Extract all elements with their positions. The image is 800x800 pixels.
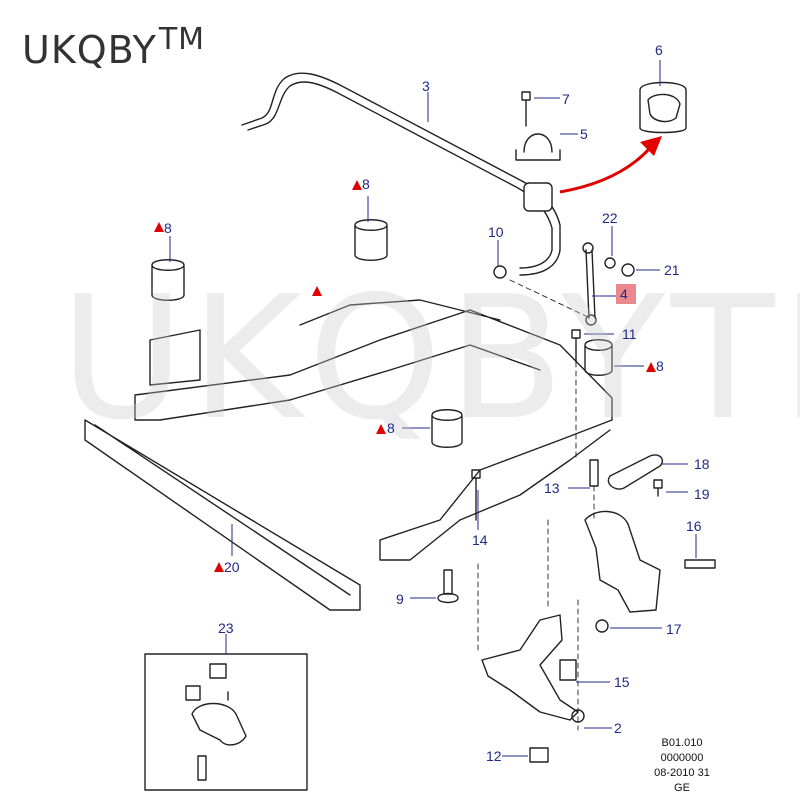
nut-17 <box>595 619 609 633</box>
callout-c7: 7 <box>562 91 570 107</box>
bar-bushing <box>523 182 553 212</box>
link-bottom-ball <box>585 314 597 326</box>
callout-c6: 6 <box>655 42 663 58</box>
callout-c10: 10 <box>488 224 504 240</box>
brand-logo: UKQBYTM <box>22 22 205 72</box>
lower-control-arm <box>481 614 579 721</box>
bolt-13 <box>589 459 599 487</box>
callout-c20: 20 <box>224 559 240 575</box>
warning-triangle-icon <box>352 180 362 190</box>
callout-c12: 12 <box>486 748 502 764</box>
detail-arrow <box>559 146 652 194</box>
callout-c8d: 8 <box>387 420 395 436</box>
callout-c4: 4 <box>620 286 628 302</box>
detail-arrow-head <box>640 136 662 156</box>
inset-nut-a <box>209 663 227 679</box>
callout-c5: 5 <box>580 126 588 142</box>
bushing-8b <box>354 219 388 261</box>
stabilizer-bar <box>241 72 561 276</box>
callout-c9: 9 <box>396 591 404 607</box>
link-highlight-box <box>616 284 636 304</box>
bolt-14 <box>471 469 481 521</box>
stabilizer-bracket <box>515 133 561 161</box>
doc-code-line-3: 08-2010 31 <box>654 767 710 779</box>
document-code: B01.010 0000000 08-2010 31 GE <box>632 736 732 796</box>
washer-22 <box>604 257 616 269</box>
callout-c17: 17 <box>666 621 682 637</box>
warning-triangle-icon <box>312 286 322 296</box>
warning-triangle-icon <box>376 424 386 434</box>
callout-c2: 2 <box>614 720 622 736</box>
callout-c21: 21 <box>664 262 680 278</box>
callout-c13: 13 <box>544 480 560 496</box>
bracket-18 <box>607 454 664 490</box>
nut-21 <box>621 263 635 277</box>
doc-code-line-1: B01.010 <box>661 737 703 749</box>
bolt-16 <box>684 559 716 569</box>
warning-triangle-icon <box>646 362 656 372</box>
callout-c8c: 8 <box>656 358 664 374</box>
stabilizer-link <box>585 249 596 319</box>
doc-code-line-2: 0000000 <box>660 752 704 764</box>
crossmember <box>84 419 361 611</box>
bolt-19 <box>653 479 663 497</box>
watermark-text: UKQBYTM <box>60 260 800 458</box>
clip-15 <box>559 659 577 681</box>
nut-12 <box>529 747 549 763</box>
bushing-8a <box>151 259 185 301</box>
inset-ball-joint <box>191 691 247 746</box>
warning-triangle-icon <box>214 562 224 572</box>
inset-bolt <box>197 755 207 781</box>
link-top-ball <box>582 242 594 254</box>
doc-code-line-4: GE <box>674 782 690 794</box>
bolt-11 <box>571 329 581 363</box>
callout-c15: 15 <box>614 674 630 690</box>
bushing-8d <box>431 409 463 448</box>
callout-c16: 16 <box>686 518 702 534</box>
callout-c8a: 8 <box>164 220 172 236</box>
callout-c18: 18 <box>694 456 710 472</box>
callout-c22: 22 <box>602 210 618 226</box>
guide-lines <box>477 279 595 731</box>
steering-knuckle <box>584 510 661 613</box>
bolt-9 <box>437 569 459 604</box>
callout-c19: 19 <box>694 486 710 502</box>
brand-trademark: TM <box>158 22 206 57</box>
nut-10 <box>493 265 507 279</box>
brand-name: UKQBY <box>22 28 157 72</box>
callout-c3: 3 <box>422 78 430 94</box>
bolt-7 <box>521 91 531 127</box>
bushing-6 <box>639 81 687 134</box>
callout-c8b: 8 <box>362 176 370 192</box>
inset-nut-b <box>185 685 201 701</box>
callout-c11: 11 <box>622 326 637 342</box>
warning-triangle-icon <box>154 222 164 232</box>
bushing-8c <box>584 339 613 376</box>
callout-c14: 14 <box>472 532 488 548</box>
callout-c23: 23 <box>218 620 234 636</box>
